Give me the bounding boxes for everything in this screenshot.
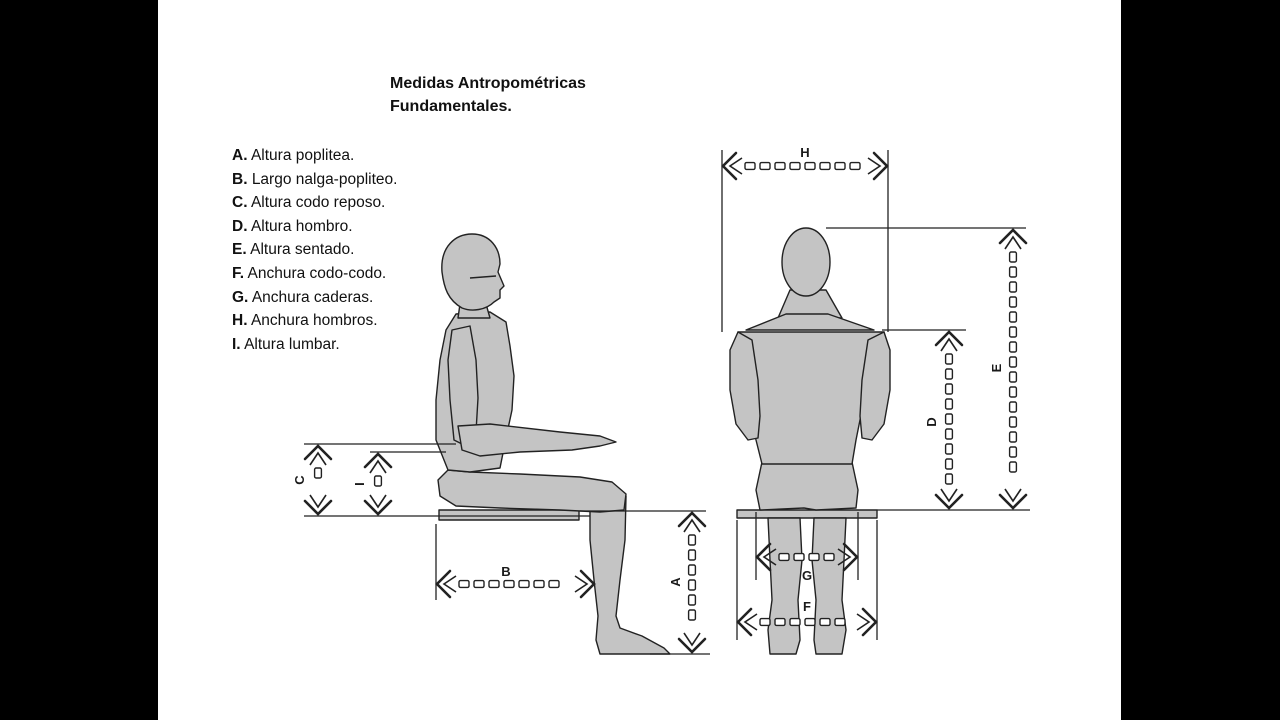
legend-item-e: E. Altura sentado.: [232, 241, 355, 259]
legend-item-i: I. Altura lumbar.: [232, 335, 340, 353]
diagram-title: Medidas Antropométricas Fundamentales.: [390, 72, 710, 118]
label-g: G: [802, 568, 812, 583]
label-h: H: [800, 145, 809, 160]
slide-page: Medidas Antropométricas Fundamentales.: [158, 0, 1121, 720]
front-left-leg: [767, 517, 803, 655]
arrow-a: [677, 511, 707, 654]
title-line-1: Medidas Antropométricas: [390, 75, 586, 92]
legend-item-c: C. Altura codo reposo.: [232, 194, 386, 212]
side-head: [441, 233, 505, 311]
front-head: [781, 227, 831, 297]
measurement-legend: A. Altura poplitea. B. Largo nalga-popli…: [232, 144, 552, 356]
front-view-figure: [729, 227, 891, 655]
legend-item-d: D. Altura hombro.: [232, 217, 353, 235]
front-shoulders: [745, 313, 875, 331]
front-left-arm: [729, 331, 761, 441]
legend-item-f: F. Anchura codo-codo.: [232, 264, 387, 282]
side-ear: [469, 275, 497, 279]
side-lower-leg: [589, 495, 671, 655]
arrow-e: [998, 228, 1028, 510]
front-right-arm: [859, 331, 891, 441]
legend-item-b: B. Largo nalga-popliteo.: [232, 170, 398, 188]
dimension-arrows: [303, 151, 1028, 654]
label-b: B: [501, 564, 510, 579]
side-view-figure: [435, 233, 671, 655]
front-seat: [736, 509, 878, 519]
arrow-b: [435, 569, 596, 599]
arrow-g: [755, 542, 859, 572]
legend-item-a: A. Altura poplitea.: [232, 147, 355, 164]
label-d: D: [924, 417, 939, 426]
title-line-2: Fundamentales.: [390, 98, 512, 115]
label-c: C: [292, 475, 307, 485]
front-right-leg: [811, 517, 847, 655]
legend-item-g: G. Anchura caderas.: [232, 288, 374, 306]
side-seat: [438, 509, 580, 521]
label-a: A: [668, 577, 683, 587]
arrow-d: [934, 330, 964, 510]
arrow-c: [303, 444, 333, 516]
arrow-h: [721, 151, 889, 181]
arrow-i: [363, 452, 393, 516]
label-f: F: [803, 599, 811, 614]
side-thigh: [437, 469, 627, 513]
arrow-f: [736, 607, 878, 637]
label-e: E: [989, 363, 1004, 372]
front-hips: [755, 461, 859, 511]
measure-labels: C I B A H D E G F: [292, 145, 1004, 614]
legend-item-h: H. Anchura hombros.: [232, 312, 378, 330]
side-forearm: [457, 423, 617, 457]
label-i: I: [352, 482, 367, 486]
